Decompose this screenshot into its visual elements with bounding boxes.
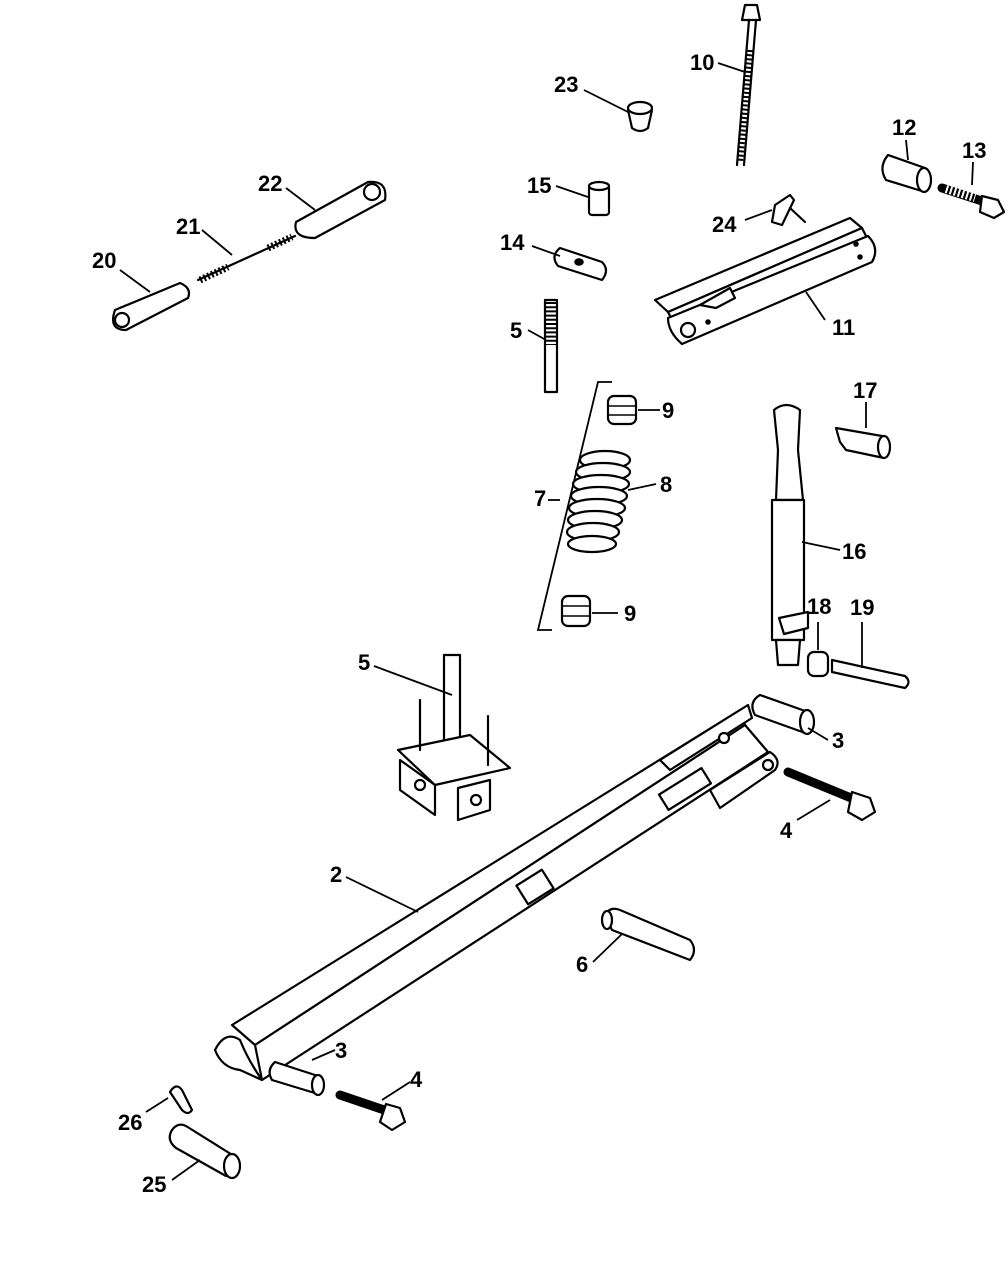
callout-12: 12 bbox=[892, 115, 916, 140]
callout-7: 7 bbox=[534, 486, 546, 511]
callout-17-label: 17 bbox=[853, 378, 877, 403]
part-24-clip bbox=[770, 193, 807, 227]
callout-5-lower: 5 bbox=[358, 650, 370, 675]
part-5-stud-upper bbox=[543, 298, 559, 394]
callout-24: 24 bbox=[712, 212, 737, 237]
callout-9-upper: 9 bbox=[662, 398, 674, 423]
callout-18: 18 bbox=[807, 594, 831, 619]
part-4-bolt-upper bbox=[783, 767, 877, 822]
part-20-rod-end bbox=[111, 281, 191, 332]
callout-23: 23 bbox=[554, 72, 578, 97]
part-18-bushing bbox=[806, 650, 830, 678]
part-19-pin bbox=[830, 658, 910, 690]
part-13-bolt bbox=[937, 183, 1006, 220]
callout-8: 8 bbox=[660, 472, 672, 497]
callout-3-lower: 3 bbox=[335, 1038, 347, 1063]
callout-5-upper: 5 bbox=[510, 318, 522, 343]
part-12-bushing-tube bbox=[881, 153, 933, 194]
part-5-bracket bbox=[396, 653, 512, 822]
leader-lines bbox=[119, 62, 974, 1181]
part-6-pin bbox=[600, 907, 696, 962]
callout-15: 15 bbox=[527, 173, 551, 198]
part-8-spring bbox=[565, 449, 632, 554]
part-9-nut-upper bbox=[606, 394, 638, 426]
part-14-pin bbox=[553, 246, 608, 282]
callout-21: 21 bbox=[176, 214, 200, 239]
callout-4-lower: 4 bbox=[410, 1067, 423, 1092]
callout-13: 13 bbox=[962, 138, 986, 163]
callout-26: 26 bbox=[118, 1110, 142, 1135]
part-3-sleeve-lower bbox=[268, 1060, 326, 1097]
callout-2: 2 bbox=[330, 862, 342, 887]
part-22-rod-end bbox=[294, 180, 387, 240]
part-11-arm bbox=[653, 216, 877, 346]
callout-3-upper: 3 bbox=[832, 728, 844, 753]
callout-25: 25 bbox=[142, 1172, 166, 1197]
callout-19: 19 bbox=[850, 595, 874, 620]
callout-labels-right: 17 bbox=[853, 378, 877, 403]
part-10-long-bolt bbox=[735, 3, 762, 167]
part-17-pin bbox=[834, 426, 892, 460]
part-3-sleeve-upper bbox=[751, 693, 816, 736]
callout-6: 6 bbox=[576, 952, 588, 977]
callout-4-upper: 4 bbox=[780, 818, 793, 843]
callout-22: 22 bbox=[258, 171, 282, 196]
part-16-shaft bbox=[770, 403, 810, 667]
callout-20: 20 bbox=[92, 248, 116, 273]
part-4-bolt-lower bbox=[335, 1090, 407, 1132]
part-7-group-bracket bbox=[536, 381, 612, 631]
part-23-bushing bbox=[626, 100, 654, 133]
part-2-main-beam bbox=[213, 703, 779, 1082]
callout-10: 10 bbox=[690, 50, 714, 75]
callout-9-lower: 9 bbox=[624, 601, 636, 626]
part-21-threaded-rod bbox=[196, 233, 297, 284]
callout-11: 11 bbox=[832, 315, 855, 340]
callout-labels: 10 23 12 13 15 22 24 21 14 20 11 5 9 8 7… bbox=[92, 50, 986, 1197]
callout-14: 14 bbox=[500, 230, 525, 255]
part-26-hairpin-clip bbox=[168, 1085, 194, 1115]
part-25-clevis-pin bbox=[168, 1123, 242, 1180]
part-9-nut-lower bbox=[560, 594, 592, 628]
callout-16: 16 bbox=[842, 539, 866, 564]
part-15-sleeve bbox=[587, 180, 611, 217]
